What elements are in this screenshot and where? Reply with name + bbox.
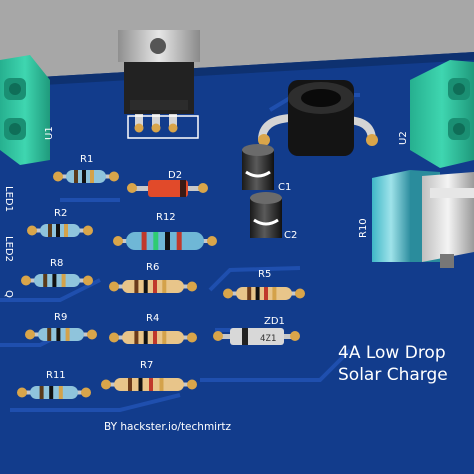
led2-label: LED2: [3, 236, 14, 262]
r2-label: R2: [54, 208, 67, 219]
u2-label: U2: [398, 131, 409, 145]
u1-label: U1: [44, 126, 55, 140]
r5-label: R5: [258, 269, 271, 280]
r12-label: R12: [156, 212, 176, 223]
diode-zd1: [213, 328, 300, 345]
r4-label: R4: [146, 313, 159, 324]
resistor-r8: R8: [21, 258, 93, 287]
d2-label: D2: [168, 170, 182, 181]
pcb-board: [0, 52, 474, 474]
c1-label: C1: [278, 182, 291, 193]
resistor-r7: R7: [101, 360, 197, 391]
resistor-r4: R4: [109, 313, 197, 344]
board-title-line2: Solar Charge: [338, 365, 448, 385]
edge-fragment-label: Q: [3, 290, 14, 298]
capacitor-c1: [242, 144, 274, 190]
r6-label: R6: [146, 262, 159, 273]
resistor-r12: R12: [113, 212, 217, 250]
resistor-r6: R6: [109, 262, 197, 293]
r9-label: R9: [54, 312, 67, 323]
resistor-r5: R5: [223, 269, 305, 300]
resistor-r9: R9: [25, 312, 97, 341]
diode-d2: [127, 180, 208, 197]
potentiometer-icon: [372, 170, 474, 268]
resistor-r1: R1: [53, 154, 119, 183]
r7-label: R7: [140, 360, 153, 371]
r8-label: R8: [50, 258, 63, 269]
to220-regulator-icon: [118, 30, 200, 139]
c2-label: C2: [284, 230, 297, 241]
screw-terminal-icon: [0, 55, 50, 165]
r1-label: R1: [80, 154, 93, 165]
resistor-r2: R2: [27, 208, 93, 237]
capacitor-c2: [250, 192, 282, 238]
led1-label: LED1: [3, 186, 14, 212]
zd1-marking: 4Z1: [260, 334, 276, 344]
inductor-icon: [258, 80, 378, 156]
resistor-r11: R11: [17, 370, 91, 399]
r11-label: R11: [46, 370, 66, 381]
board-credit: BY hackster.io/techmirtz: [104, 421, 232, 433]
zd1-label: ZD1: [264, 316, 285, 327]
screw-terminal-icon: [410, 60, 474, 168]
r10-label: R10: [358, 218, 369, 238]
board-title-line1: 4A Low Drop: [338, 343, 446, 363]
